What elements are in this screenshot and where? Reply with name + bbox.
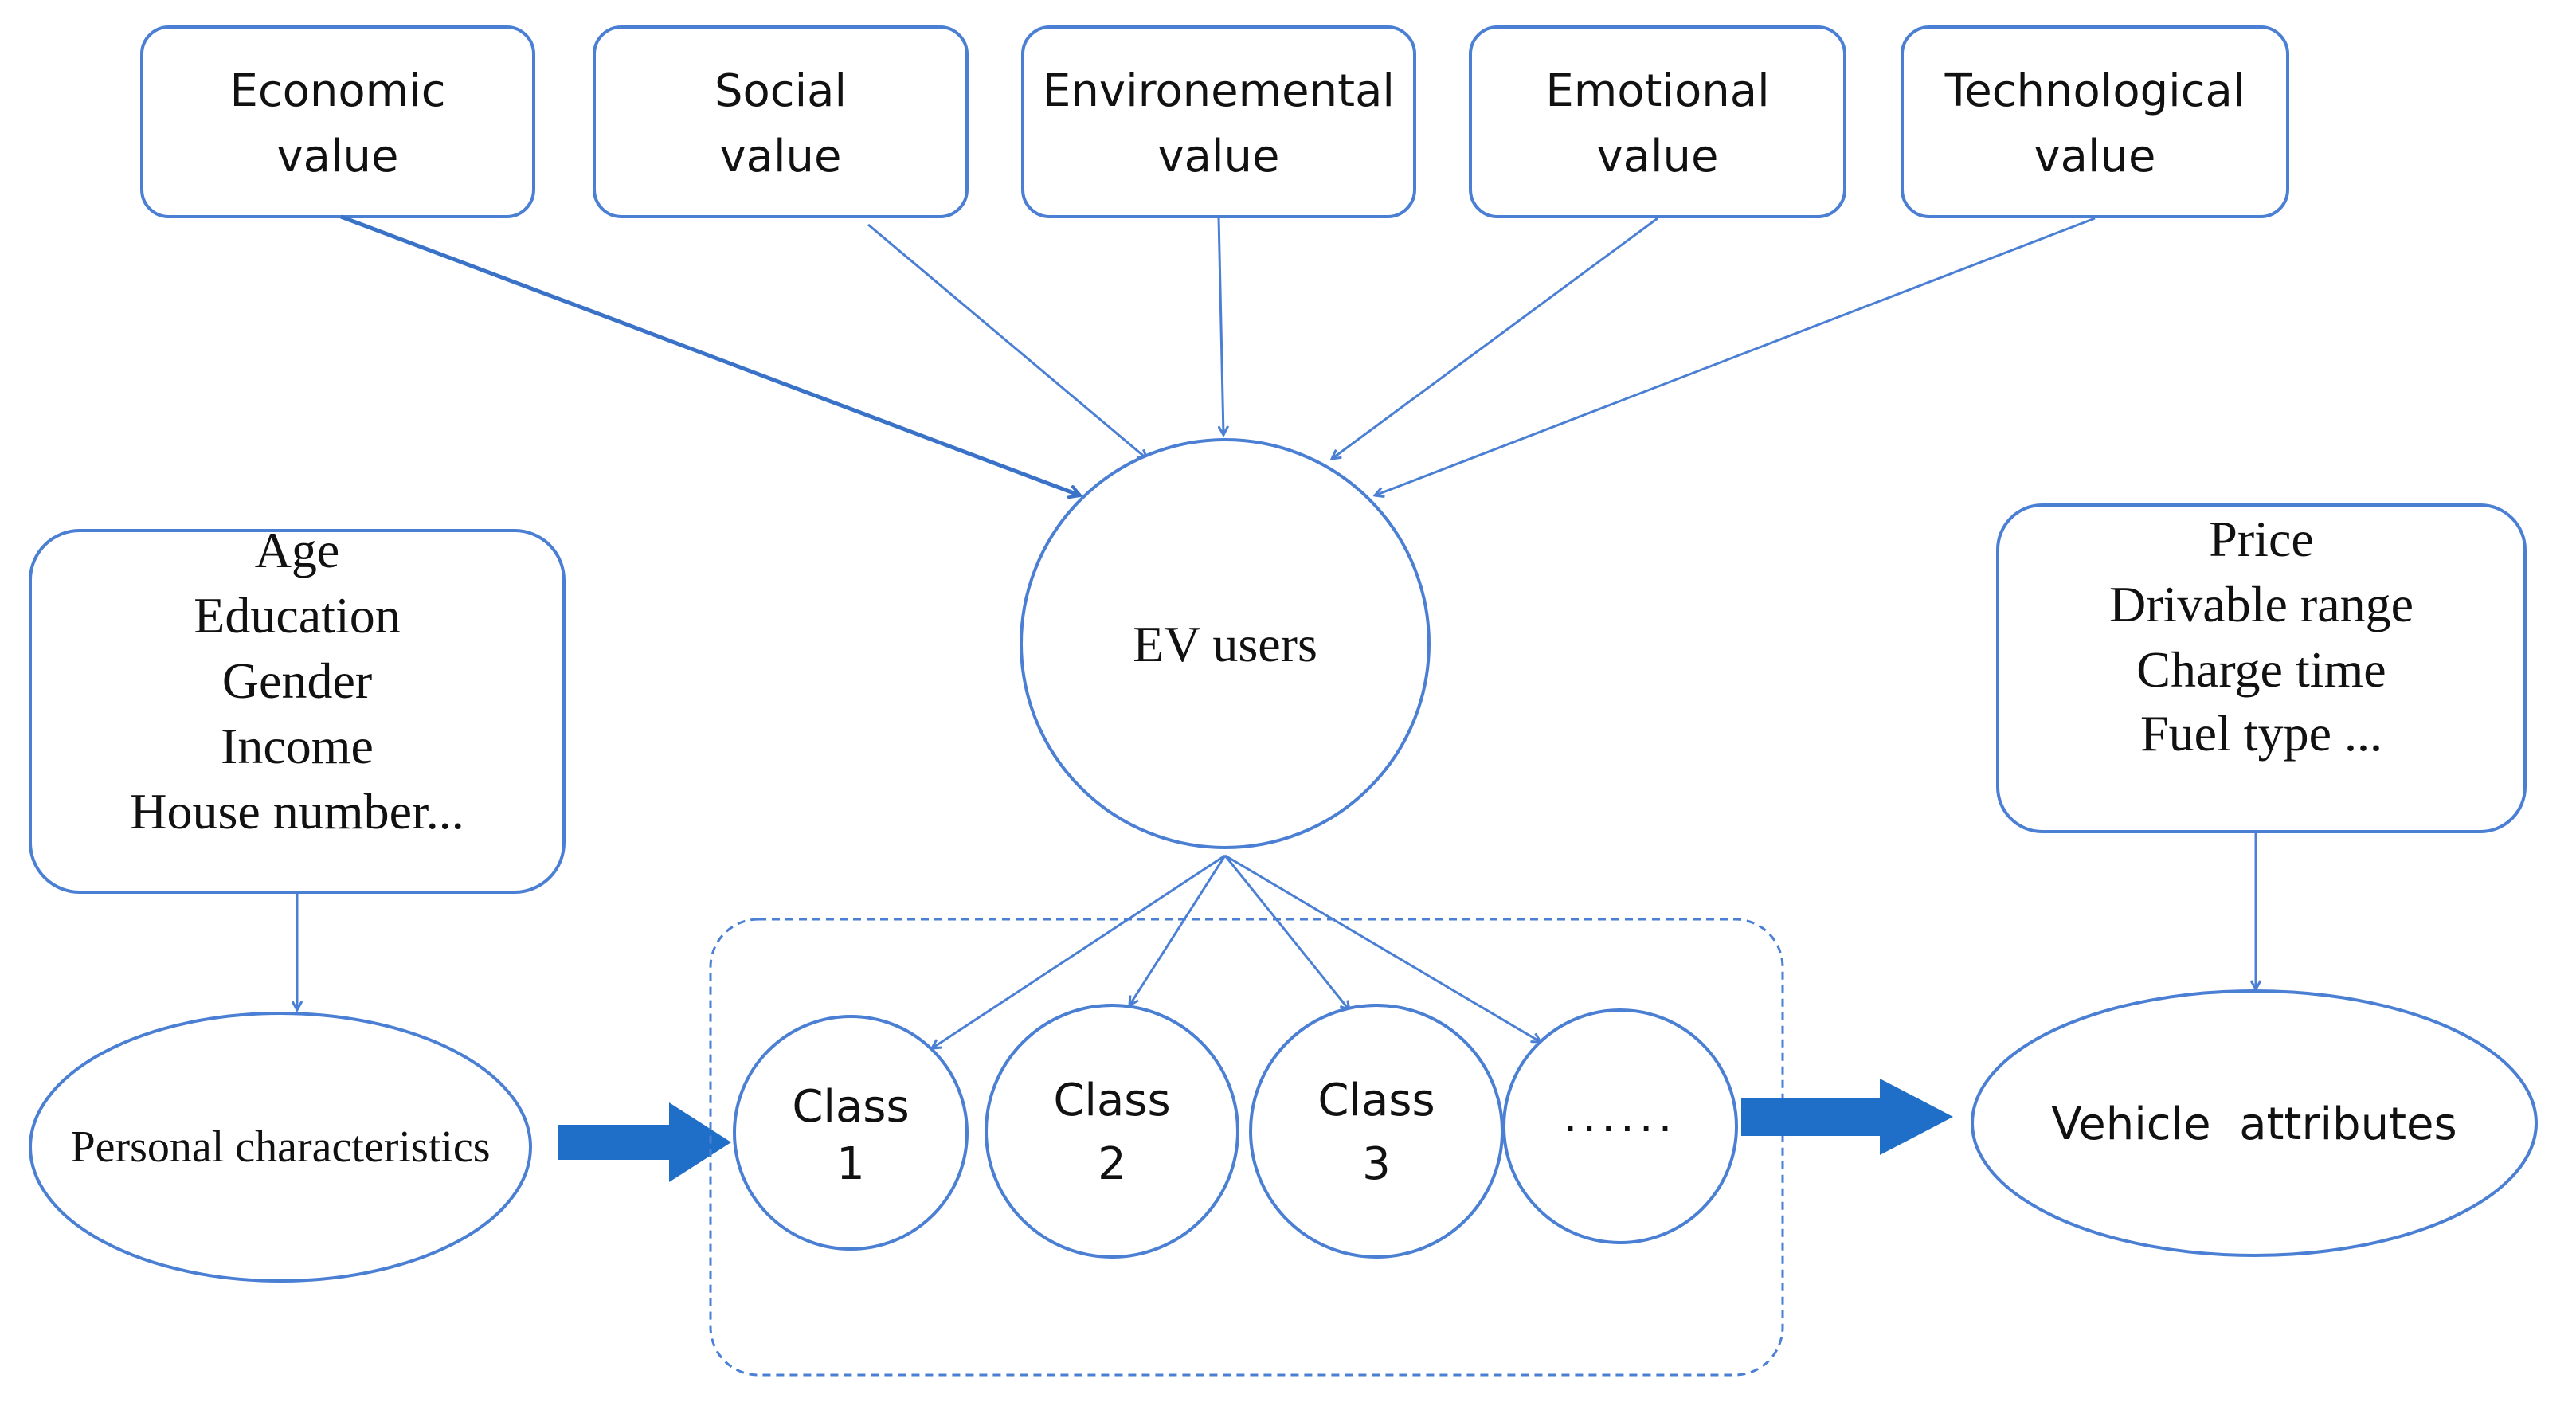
arrow-technological-to-ev-users bbox=[1375, 217, 2096, 495]
class-1-line1: Class bbox=[792, 1081, 909, 1133]
value-box-technological-line1: Technological bbox=[1944, 65, 2245, 117]
class-3-line2: 3 bbox=[1362, 1138, 1391, 1190]
value-box-economic: Economic value bbox=[140, 25, 535, 218]
arrow-economic-to-ev-users bbox=[340, 214, 1080, 495]
value-box-emotional: Emotional value bbox=[1469, 25, 1846, 218]
classes-container bbox=[709, 918, 1784, 1377]
value-box-social: Social value bbox=[593, 25, 969, 218]
ev-users-node: EV users bbox=[1020, 438, 1431, 849]
value-box-environmental: Environemental value bbox=[1021, 25, 1416, 218]
class-more-ellipsis: ...... bbox=[1564, 1091, 1678, 1142]
value-box-emotional-line2: value bbox=[1597, 131, 1719, 182]
value-box-environmental-line1: Environemental bbox=[1043, 65, 1395, 117]
arrow-ev-users-to-class-more bbox=[1224, 854, 1541, 1042]
value-box-social-line2: value bbox=[720, 131, 842, 182]
value-box-social-line1: Social bbox=[714, 65, 847, 117]
personal-attr-gender: Gender bbox=[222, 652, 372, 709]
arrow-social-to-ev-users bbox=[867, 223, 1147, 459]
personal-characteristics-node: Personal characteristics bbox=[29, 1012, 532, 1283]
class-3-line1: Class bbox=[1317, 1075, 1435, 1126]
block-arrow-personal-to-classes bbox=[558, 1102, 731, 1182]
arrow-environmental-to-ev-users bbox=[1217, 216, 1223, 435]
value-box-technological: Technological value bbox=[1901, 25, 2289, 218]
arrow-emotional-to-ev-users bbox=[1332, 217, 1658, 459]
class-node-3: Class 3 bbox=[1249, 1004, 1504, 1259]
value-box-technological-line2: value bbox=[2034, 131, 2156, 182]
arrow-ev-users-to-class-1 bbox=[932, 854, 1226, 1048]
ev-users-label: EV users bbox=[1133, 616, 1317, 672]
personal-attr-age: Age bbox=[255, 522, 340, 578]
class-node-2: Class 2 bbox=[985, 1004, 1239, 1259]
personal-characteristics-label: Personal characteristics bbox=[70, 1122, 490, 1172]
vehicle-attr-charge-time: Charge time bbox=[2136, 641, 2386, 698]
vehicle-attr-drivable-range: Drivable range bbox=[2109, 576, 2414, 632]
vehicle-attributes-node: Vehicle attributes bbox=[1971, 989, 2538, 1257]
arrow-ev-users-to-class-2 bbox=[1129, 855, 1227, 1005]
class-1-line2: 1 bbox=[836, 1138, 865, 1190]
personal-attr-education: Education bbox=[194, 587, 400, 644]
class-node-1: Class 1 bbox=[733, 1015, 969, 1251]
value-box-economic-line1: Economic bbox=[229, 65, 445, 117]
arrow-ev-users-to-class-3 bbox=[1223, 855, 1349, 1010]
block-arrow-classes-to-vehicle bbox=[1741, 1079, 1953, 1155]
personal-attributes-box: Age Education Gender Income House number… bbox=[29, 522, 566, 894]
personal-attr-house-number: House number... bbox=[130, 783, 464, 840]
vehicle-attr-price: Price bbox=[2209, 511, 2314, 567]
value-box-emotional-line1: Emotional bbox=[1545, 65, 1769, 117]
class-node-more: ...... bbox=[1502, 1008, 1738, 1244]
value-box-economic-line2: value bbox=[277, 131, 399, 182]
vehicle-attributes-box: Price Drivable range Charge time Fuel ty… bbox=[1996, 503, 2527, 833]
value-box-environmental-line2: value bbox=[1158, 131, 1280, 182]
vehicle-attr-fuel-type: Fuel type ... bbox=[2140, 705, 2382, 762]
vehicle-attributes-label: Vehicle attributes bbox=[2051, 1098, 2457, 1150]
personal-attr-income: Income bbox=[221, 718, 374, 774]
class-2-line2: 2 bbox=[1098, 1138, 1126, 1190]
class-2-line1: Class bbox=[1053, 1075, 1170, 1126]
